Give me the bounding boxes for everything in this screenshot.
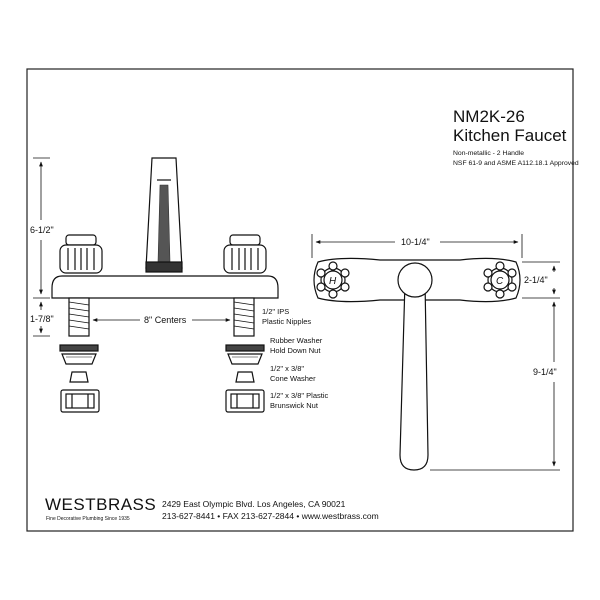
spec-line-2: NSF 61-9 and ASME A112.18.1 Approved bbox=[453, 160, 579, 167]
right-handle bbox=[223, 234, 267, 274]
contact-line: 213-627-8441 • FAX 213-627-2844 • www.we… bbox=[162, 511, 379, 521]
right-cone-washer bbox=[235, 371, 255, 383]
cold-mark: C bbox=[496, 276, 504, 287]
part-callouts: 1/2" IPS Plastic Nipples Rubber Washer H… bbox=[262, 307, 329, 410]
left-handle bbox=[59, 234, 103, 274]
left-hold-down-nut bbox=[61, 353, 97, 365]
base-deck bbox=[51, 275, 279, 299]
side-view-drawing bbox=[51, 157, 279, 413]
nut-label-1: 1/2" x 3/8" Plastic bbox=[270, 391, 329, 400]
right-rubber-washer bbox=[225, 344, 265, 352]
width-dimension: 10-1/4" bbox=[401, 237, 430, 247]
right-brunswick-nut bbox=[225, 389, 265, 413]
nipples-label-2: Plastic Nipples bbox=[262, 317, 311, 326]
cone-label-2: Cone Washer bbox=[270, 374, 316, 383]
product-name: Kitchen Faucet bbox=[453, 126, 567, 145]
washer-label-2: Hold Down Nut bbox=[270, 346, 321, 355]
shank-dimension: 1-7/8" bbox=[30, 314, 54, 324]
right-nipple bbox=[233, 297, 255, 337]
hot-handle-top bbox=[316, 261, 350, 299]
side-dimensions bbox=[33, 157, 231, 337]
cold-handle-top bbox=[483, 261, 517, 299]
brand-tagline: Fine Decorative Plumbing Since 1935 bbox=[46, 516, 130, 522]
model-number: NM2K-26 bbox=[453, 107, 525, 126]
washer-label-1: Rubber Washer bbox=[270, 336, 323, 345]
nut-label-2: Brunswick Nut bbox=[270, 401, 319, 410]
spout-top bbox=[399, 281, 429, 471]
left-cone-washer bbox=[69, 371, 89, 383]
spec-line-1: Non-metallic - 2 Handle bbox=[453, 150, 524, 157]
height-dimension: 6-1/2" bbox=[30, 225, 54, 235]
title-block: NM2K-26 Kitchen Faucet Non-metallic - 2 … bbox=[453, 107, 579, 167]
footer: WESTBRASS Fine Decorative Plumbing Since… bbox=[45, 495, 379, 522]
top-view-drawing bbox=[313, 257, 521, 471]
spout-hub bbox=[397, 262, 433, 298]
depth-dimension: 2-1/4" bbox=[524, 275, 548, 285]
brand-logo: WESTBRASS bbox=[45, 495, 156, 514]
right-hold-down-nut bbox=[227, 353, 263, 365]
spout-dimension: 9-1/4" bbox=[533, 367, 557, 377]
left-rubber-washer bbox=[59, 344, 99, 352]
address-line: 2429 East Olympic Blvd. Los Angeles, CA … bbox=[162, 499, 346, 509]
top-dimensions bbox=[311, 234, 560, 471]
hot-mark: H bbox=[329, 276, 337, 287]
left-brunswick-nut bbox=[60, 389, 100, 413]
nipples-label-1: 1/2" IPS bbox=[262, 307, 289, 316]
page-border bbox=[26, 68, 574, 532]
left-nipple bbox=[68, 297, 90, 337]
centers-dimension: 8" Centers bbox=[144, 315, 187, 325]
cone-label-1: 1/2" x 3/8" bbox=[270, 364, 304, 373]
